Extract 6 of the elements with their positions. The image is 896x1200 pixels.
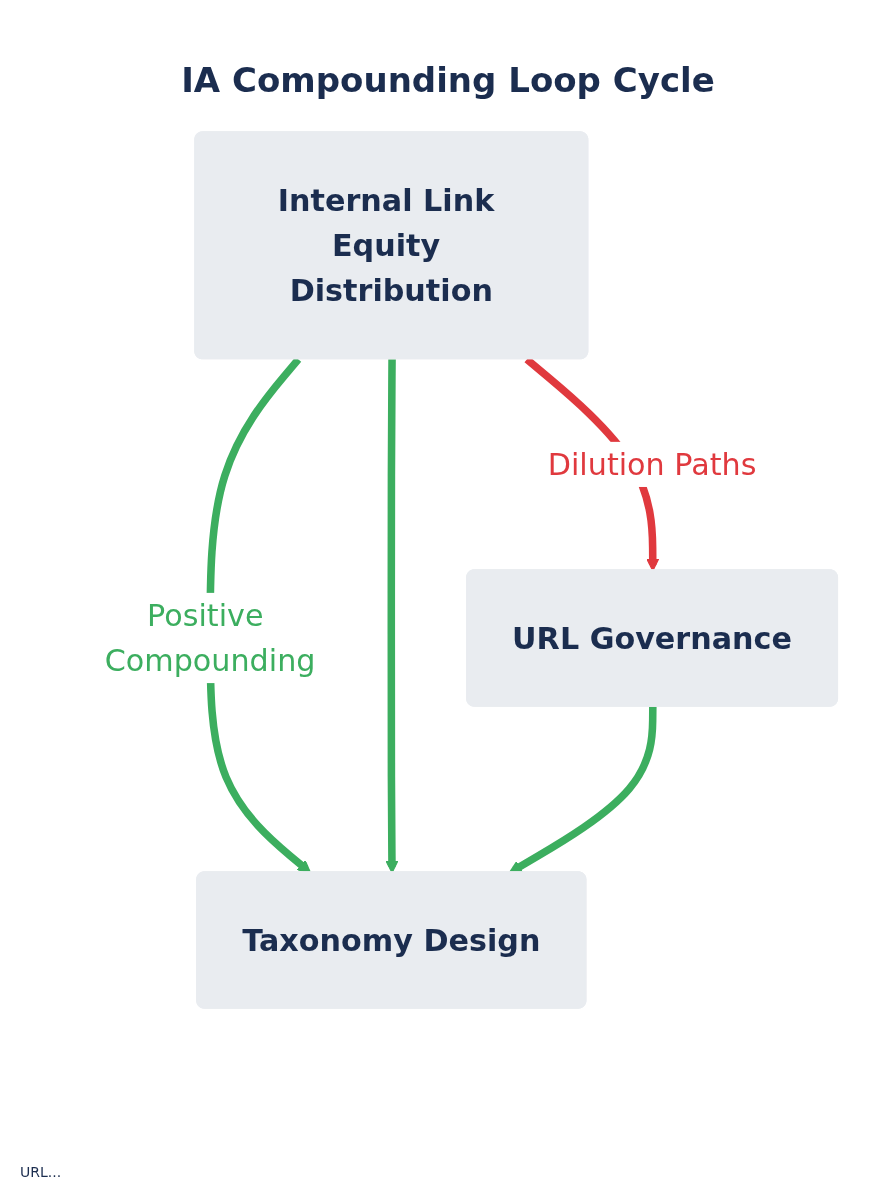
edge-label: Dilution Paths [547,446,757,483]
arrow [385,359,399,874]
diagram-title: IA Compounding Loop Cycle [180,60,716,100]
arrow [508,706,657,874]
note-text: URL... [20,1164,62,1180]
edge-label: Positive Compounding [104,597,316,679]
